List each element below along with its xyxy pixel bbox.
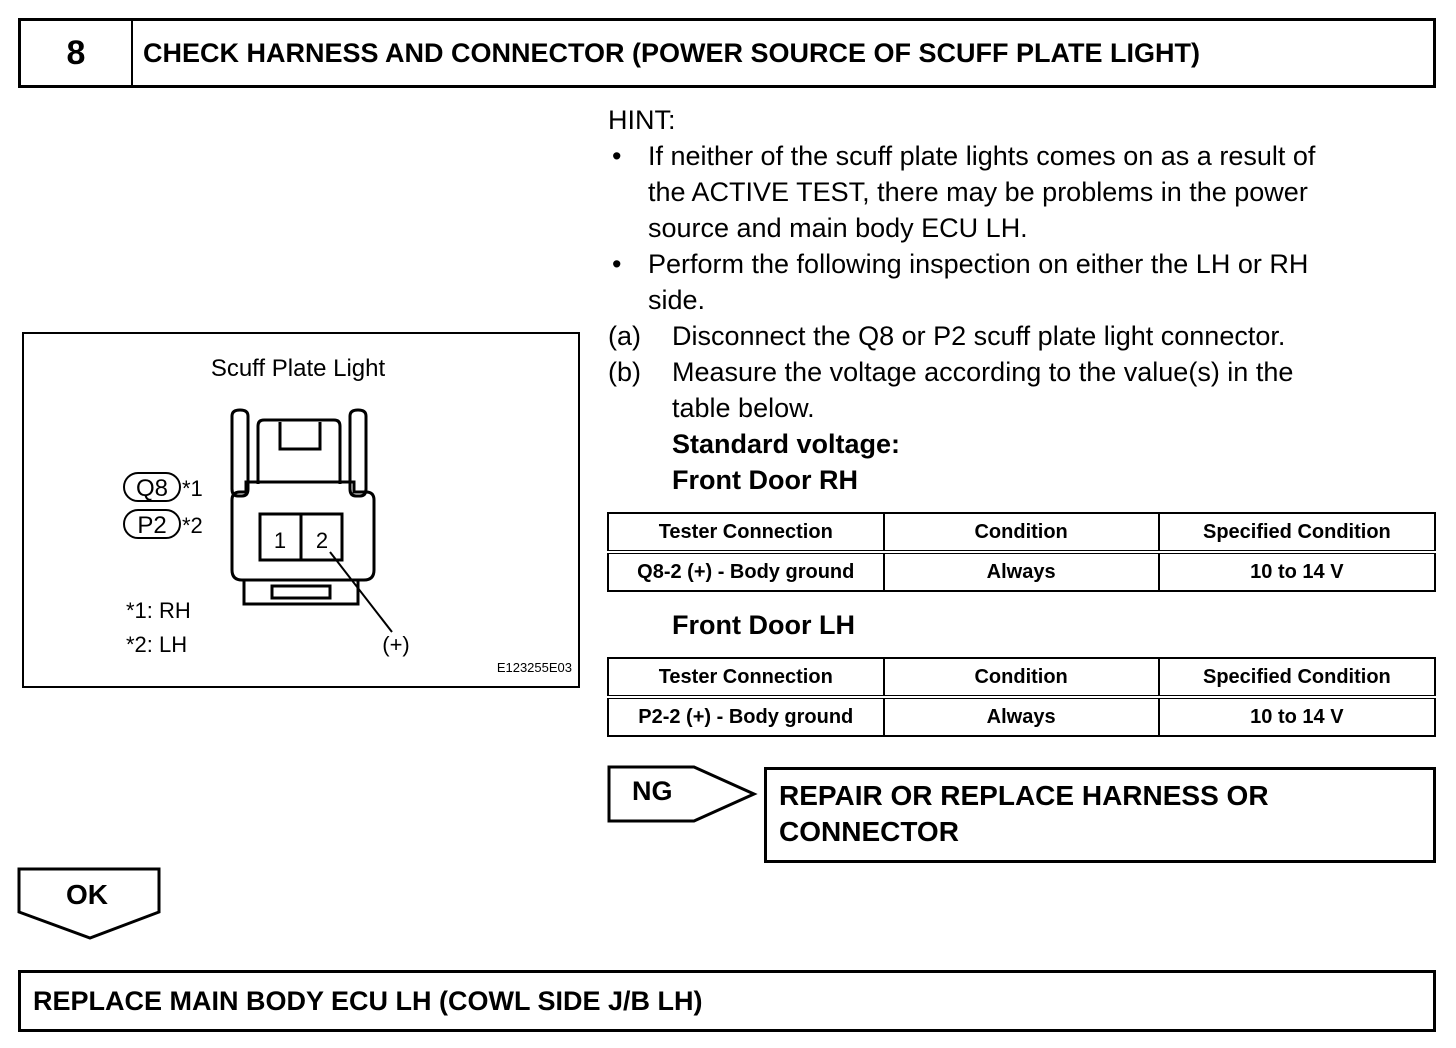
pin-1-label: 1 bbox=[274, 528, 286, 553]
step-a-label: (a) bbox=[608, 321, 641, 351]
bullet-2: • bbox=[612, 249, 622, 279]
final-action-text: REPLACE MAIN BODY ECU LH (COWL SIDE J/B … bbox=[33, 985, 703, 1016]
table-row: P2-2 (+) - Body ground Always 10 to 14 V bbox=[607, 696, 1437, 737]
standard-voltage-heading: Standard voltage: bbox=[672, 429, 901, 459]
pin-2-label: 2 bbox=[316, 528, 328, 553]
connector-diagram: Scuff Plate Light 1 2 (+) Q8 bbox=[123, 355, 572, 675]
header-condition: Condition bbox=[882, 512, 1160, 554]
header-tester-connection: Tester Connection bbox=[607, 512, 885, 554]
step-number: 8 bbox=[21, 21, 133, 85]
step-header: 8 CHECK HARNESS AND CONNECTOR (POWER SOU… bbox=[18, 18, 1436, 88]
table-header-row: Tester Connection Condition Specified Co… bbox=[607, 657, 1437, 699]
connector-p2-note: *2 bbox=[182, 513, 203, 538]
header-condition: Condition bbox=[882, 657, 1160, 699]
figure-title: Scuff Plate Light bbox=[211, 355, 386, 382]
step-a-text: Disconnect the Q8 or P2 scuff plate ligh… bbox=[672, 321, 1286, 351]
cell-tester-connection: P2-2 (+) - Body ground bbox=[607, 696, 885, 737]
table-row: Q8-2 (+) - Body ground Always 10 to 14 V bbox=[607, 551, 1437, 592]
header-specified-condition: Specified Condition bbox=[1157, 512, 1437, 554]
step-b-line-2: table below. bbox=[672, 393, 815, 423]
ok-arrow bbox=[17, 867, 161, 940]
p2-oval bbox=[123, 509, 181, 539]
bullet-2-line-1: Perform the following inspection on eith… bbox=[648, 249, 1309, 279]
header-tester-connection: Tester Connection bbox=[607, 657, 885, 699]
spec-table-rh: Tester Connection Condition Specified Co… bbox=[607, 512, 1437, 592]
connector-figure: Scuff Plate Light 1 2 (+) Q8 bbox=[22, 332, 580, 688]
step-title: CHECK HARNESS AND CONNECTOR (POWER SOURC… bbox=[143, 37, 1201, 68]
cell-condition: Always bbox=[882, 696, 1160, 737]
ng-arrow bbox=[607, 765, 758, 823]
spec-table-lh: Tester Connection Condition Specified Co… bbox=[607, 657, 1437, 737]
step-b-line-1: Measure the voltage according to the val… bbox=[672, 357, 1294, 387]
step-b-label: (b) bbox=[608, 357, 641, 387]
cell-condition: Always bbox=[882, 551, 1160, 592]
note-rh: *1: RH bbox=[126, 598, 191, 623]
note-lh: *2: LH bbox=[126, 632, 187, 657]
final-action-box: REPLACE MAIN BODY ECU LH (COWL SIDE J/B … bbox=[18, 970, 1436, 1032]
plus-label: (+) bbox=[382, 632, 410, 657]
figure-id: E123255E03 bbox=[497, 660, 572, 675]
header-specified-condition: Specified Condition bbox=[1157, 657, 1437, 699]
q8-oval bbox=[123, 472, 181, 502]
connector-p2-code: P2 bbox=[137, 512, 166, 539]
plus-leader-line bbox=[329, 551, 393, 633]
ng-result-line-1: REPAIR OR REPLACE HARNESS OR bbox=[779, 780, 1269, 811]
ng-result-box: REPAIR OR REPLACE HARNESS OR CONNECTOR bbox=[764, 767, 1436, 863]
table-lh-caption: Front Door LH bbox=[672, 610, 855, 640]
ok-label: OK bbox=[66, 879, 108, 910]
bullet-2-line-2: side. bbox=[648, 285, 706, 315]
cell-tester-connection: Q8-2 (+) - Body ground bbox=[607, 551, 885, 592]
ng-label: NG bbox=[632, 776, 673, 806]
bullet-1: • bbox=[612, 141, 622, 171]
cell-specified-condition: 10 to 14 V bbox=[1157, 551, 1437, 592]
table-rh-caption: Front Door RH bbox=[672, 465, 858, 495]
cell-specified-condition: 10 to 14 V bbox=[1157, 696, 1437, 737]
hint-heading: HINT: bbox=[608, 105, 676, 135]
bullet-1-line-3: source and main body ECU LH. bbox=[648, 213, 1028, 243]
connector-q8-note: *1 bbox=[182, 476, 203, 501]
ng-result-line-2: CONNECTOR bbox=[779, 816, 959, 847]
connector-drawing bbox=[230, 408, 376, 606]
bullet-1-line-1: If neither of the scuff plate lights com… bbox=[648, 141, 1316, 171]
bullet-1-line-2: the ACTIVE TEST, there may be problems i… bbox=[648, 177, 1308, 207]
table-header-row: Tester Connection Condition Specified Co… bbox=[607, 512, 1437, 554]
connector-q8-code: Q8 bbox=[136, 475, 168, 502]
ng-result-text: REPAIR OR REPLACE HARNESS OR CONNECTOR bbox=[779, 778, 1269, 850]
